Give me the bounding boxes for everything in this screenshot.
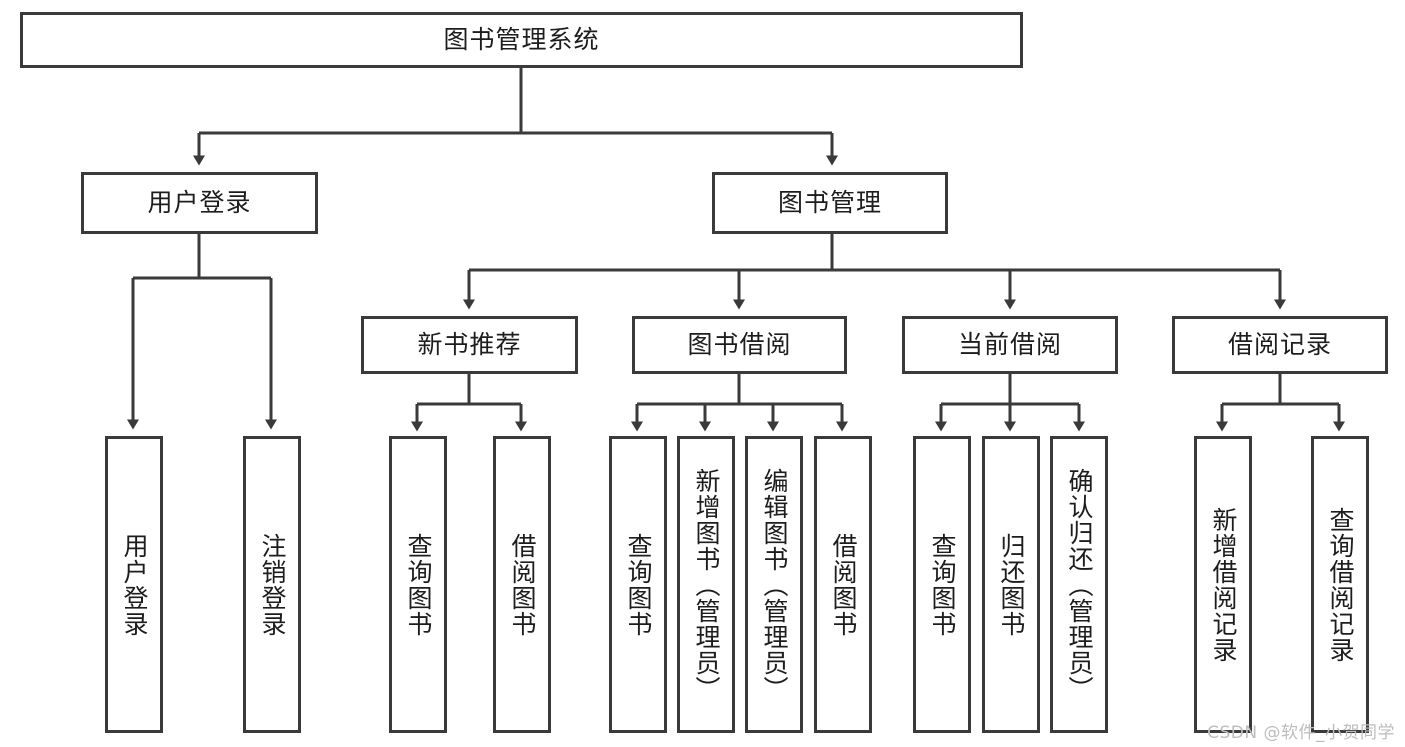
leaf-newbook-query-label: 查询图书 <box>404 532 433 637</box>
node-user-login[interactable]: 用户登录 <box>81 172 318 234</box>
leaf-current-query-label: 查询图书 <box>928 532 957 637</box>
leaf-user-logout-label: 注销登录 <box>258 532 287 637</box>
leaf-current-return[interactable]: 归还图书 <box>982 436 1040 733</box>
node-current-borrow[interactable]: 当前借阅 <box>902 316 1118 374</box>
leaf-borrow-query[interactable]: 查询图书 <box>609 436 667 733</box>
node-current-borrow-label: 当前借阅 <box>957 330 1062 360</box>
node-new-book-recommend-label: 新书推荐 <box>417 330 522 360</box>
node-user-login-label: 用户登录 <box>147 188 252 218</box>
leaf-user-login-label: 用户登录 <box>120 532 149 637</box>
leaf-records-query[interactable]: 查询借阅记录 <box>1311 436 1369 733</box>
leaf-user-login[interactable]: 用户登录 <box>105 436 163 733</box>
leaf-user-logout[interactable]: 注销登录 <box>243 436 301 733</box>
leaf-newbook-borrow[interactable]: 借阅图书 <box>493 436 551 733</box>
leaf-current-confirm-return[interactable]: 确认归还（管理员） <box>1050 436 1108 733</box>
leaf-newbook-borrow-label: 借阅图书 <box>508 532 537 637</box>
node-book-management-label: 图书管理 <box>777 188 882 218</box>
node-borrow-records[interactable]: 借阅记录 <box>1172 316 1388 374</box>
leaf-newbook-query[interactable]: 查询图书 <box>389 436 447 733</box>
csdn-watermark: CSDN @软件_小贺同学 <box>1207 723 1395 743</box>
leaf-borrow-add-book-label: 新增图书（管理员） <box>692 467 721 702</box>
leaf-borrow-add-book[interactable]: 新增图书（管理员） <box>677 436 735 733</box>
node-root[interactable]: 图书管理系统 <box>20 12 1023 68</box>
leaf-records-add[interactable]: 新增借阅记录 <box>1194 436 1252 733</box>
leaf-current-return-label: 归还图书 <box>997 532 1026 637</box>
leaf-borrow-lend-book-label: 借阅图书 <box>829 532 858 637</box>
leaf-records-add-label: 新增借阅记录 <box>1209 506 1238 663</box>
leaf-borrow-query-label: 查询图书 <box>624 532 653 637</box>
leaf-current-query[interactable]: 查询图书 <box>913 436 971 733</box>
leaf-borrow-lend-book[interactable]: 借阅图书 <box>814 436 872 733</box>
leaf-records-query-label: 查询借阅记录 <box>1326 506 1355 663</box>
leaf-borrow-edit-book[interactable]: 编辑图书（管理员） <box>745 436 803 733</box>
node-root-label: 图书管理系统 <box>443 25 600 55</box>
node-book-borrow-label: 图书借阅 <box>687 330 792 360</box>
node-book-management[interactable]: 图书管理 <box>712 172 948 234</box>
leaf-borrow-edit-book-label: 编辑图书（管理员） <box>760 467 789 702</box>
node-borrow-records-label: 借阅记录 <box>1227 330 1332 360</box>
node-book-borrow[interactable]: 图书借阅 <box>632 316 847 374</box>
leaf-current-confirm-return-label: 确认归还（管理员） <box>1065 467 1094 702</box>
node-new-book-recommend[interactable]: 新书推荐 <box>361 316 578 374</box>
